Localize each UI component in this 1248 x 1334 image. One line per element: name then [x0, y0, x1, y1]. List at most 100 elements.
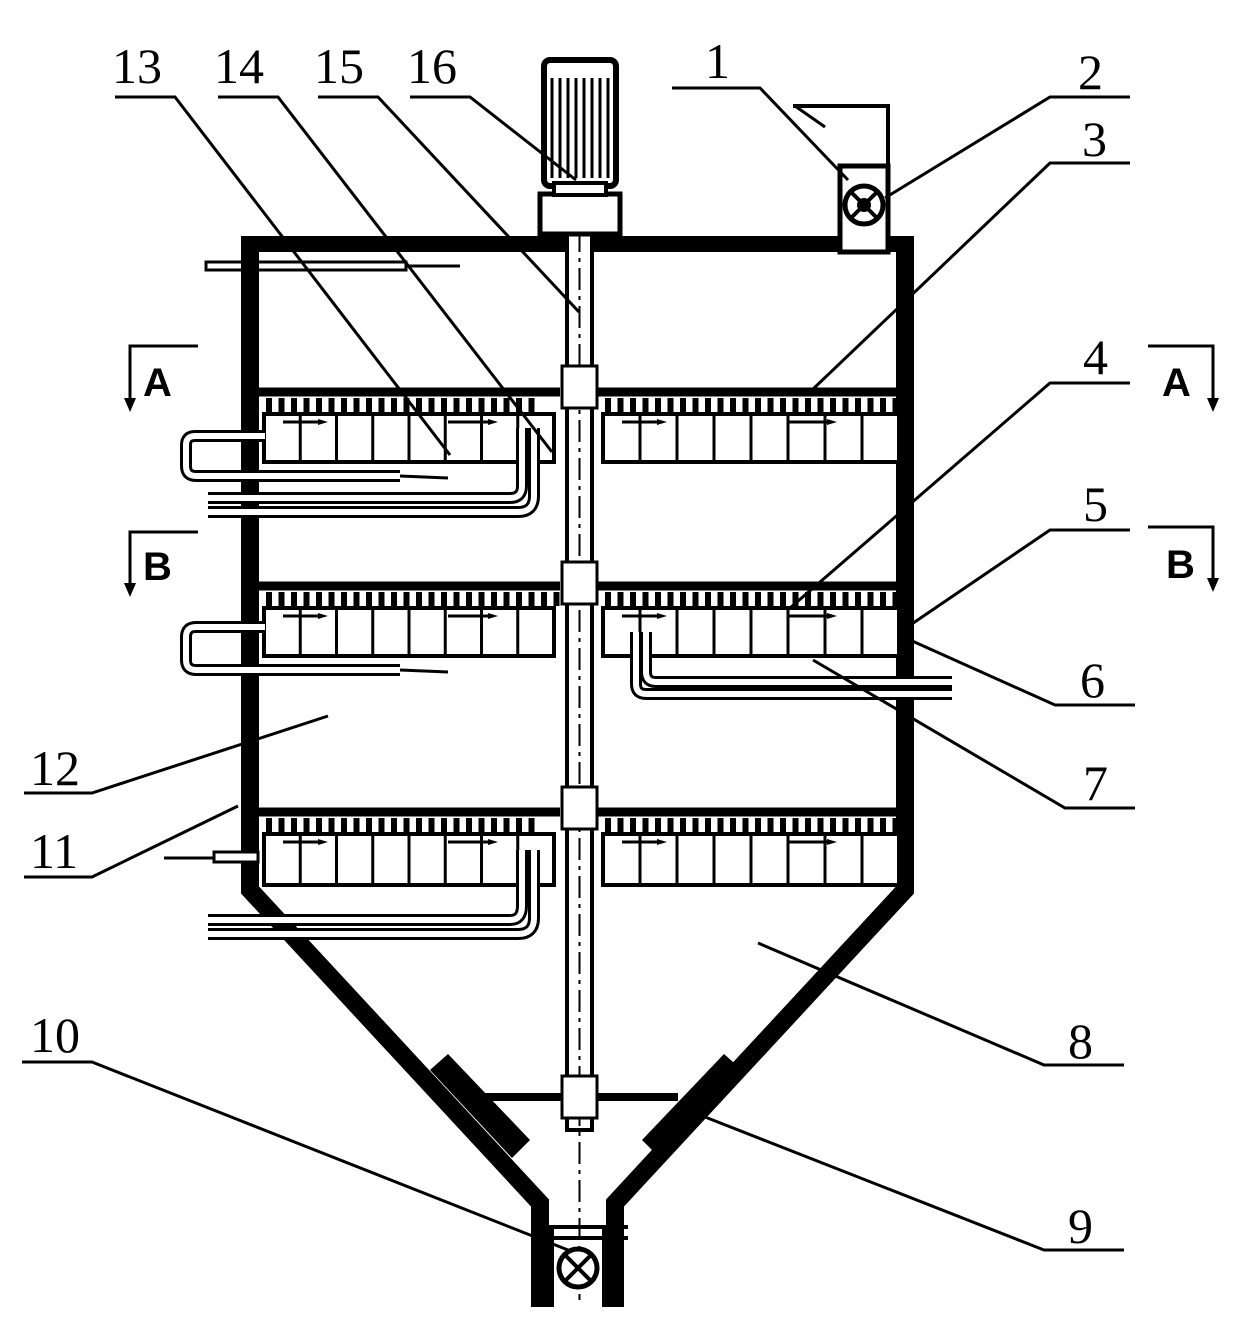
- tray-fin: [441, 398, 447, 412]
- hub-collar-2: [560, 560, 599, 606]
- vessel-shell: [241, 244, 914, 1307]
- tray-fin: [266, 398, 272, 412]
- section-a-right-mark: [1148, 344, 1215, 403]
- tray-fin: [680, 592, 686, 606]
- tray-fin: [491, 592, 497, 606]
- tray-fin: [630, 818, 636, 832]
- tray-fin: [353, 818, 360, 832]
- tray-fin: [655, 398, 661, 412]
- tray-fin: [705, 818, 711, 832]
- tray-fin: [855, 592, 861, 606]
- tray-fin: [842, 818, 849, 832]
- tray-fin: [792, 592, 799, 606]
- leader-1: [672, 86, 850, 182]
- tray-fin: [867, 398, 874, 412]
- tray-fin: [441, 592, 447, 606]
- shaft: [560, 228, 599, 1300]
- tray-fin: [503, 398, 510, 412]
- tray-fin: [503, 818, 510, 832]
- tray-fin: [817, 592, 824, 606]
- leader-lines: [22, 86, 1135, 1252]
- motor-fins: [550, 78, 610, 178]
- tray-fin: [617, 398, 624, 412]
- tray-fin: [328, 398, 335, 412]
- tray-fin: [516, 398, 522, 412]
- leader-6: [909, 638, 1135, 707]
- trays-layer: [164, 387, 952, 940]
- flow-arrow-head: [827, 613, 837, 619]
- flow-arrow-head: [488, 839, 498, 845]
- heating-pipe-3a-inner: [208, 850, 525, 923]
- tray-fin: [730, 818, 736, 832]
- tray-fin: [403, 398, 410, 412]
- tray-fin: [742, 592, 749, 606]
- heating-pipe-1a-inner: [183, 433, 400, 479]
- label-8: 8: [1068, 1013, 1093, 1069]
- tray-fin: [842, 592, 849, 606]
- tray-2-right: [597, 581, 905, 658]
- tray-fin: [378, 398, 385, 412]
- label-2: 2: [1078, 44, 1103, 100]
- tray-fin: [516, 818, 522, 832]
- tray-fin: [855, 818, 861, 832]
- cone-pad-left: [430, 1054, 530, 1158]
- tray-fin: [453, 398, 460, 412]
- tray-fin: [528, 398, 535, 412]
- tray-fin: [855, 398, 861, 412]
- tray-fin: [630, 398, 636, 412]
- leader-3: [810, 161, 1130, 392]
- tray-fin: [780, 592, 786, 606]
- section-a-left: A: [143, 361, 172, 405]
- tray-fin: [416, 398, 422, 412]
- heating-pipe-3b-inner: [208, 850, 537, 937]
- tray-fin: [892, 398, 899, 412]
- flow-arrow-head: [318, 613, 328, 619]
- tray-fin: [553, 592, 560, 606]
- heating-pipe-2c-inner: [633, 632, 952, 697]
- leader-9: [699, 1113, 1124, 1252]
- tray-fin: [642, 398, 649, 412]
- tray-fin: [642, 818, 649, 832]
- tray-fin: [755, 592, 761, 606]
- tray-fin: [366, 818, 372, 832]
- tray-fin: [717, 592, 724, 606]
- tray-fin: [667, 398, 674, 412]
- tray-fin: [528, 818, 535, 832]
- tray-fin: [403, 818, 410, 832]
- tray-fin: [805, 398, 811, 412]
- section-labels: A A B B: [143, 361, 1195, 589]
- section-markers: [128, 344, 1215, 588]
- tray-fin: [842, 398, 849, 412]
- tray-3-left: [258, 807, 560, 887]
- probe-tip-2: [399, 668, 449, 674]
- label-14: 14: [214, 38, 264, 94]
- tray-fin: [617, 592, 624, 606]
- motor-coupling: [537, 191, 623, 237]
- tray-fin: [266, 592, 272, 606]
- tray-fin: [503, 592, 510, 606]
- tray-fin: [780, 818, 786, 832]
- tray-fin: [680, 818, 686, 832]
- heating-pipe-2b-inner: [643, 632, 952, 685]
- tray-3-right: [597, 807, 905, 887]
- tray-fin: [755, 398, 761, 412]
- tray-fin: [655, 592, 661, 606]
- tray-fin: [892, 592, 899, 606]
- tray-fin: [403, 592, 410, 606]
- tray-fin: [541, 592, 547, 606]
- tray-fin: [491, 398, 497, 412]
- tray-fin: [366, 398, 372, 412]
- tray-fin: [303, 592, 310, 606]
- tray-fin: [830, 818, 836, 832]
- inlet-assembly: [793, 104, 891, 255]
- heating-pipe-1c-inner: [208, 428, 537, 515]
- cone-pad-right: [642, 1054, 742, 1158]
- leader-11: [24, 804, 239, 879]
- leader-16: [410, 95, 577, 182]
- flow-arrow-head: [657, 839, 667, 845]
- tray-fin: [767, 398, 774, 412]
- tray-fin: [767, 592, 774, 606]
- tray-fin: [478, 818, 485, 832]
- tray-fin: [316, 592, 322, 606]
- tray-fin: [830, 592, 836, 606]
